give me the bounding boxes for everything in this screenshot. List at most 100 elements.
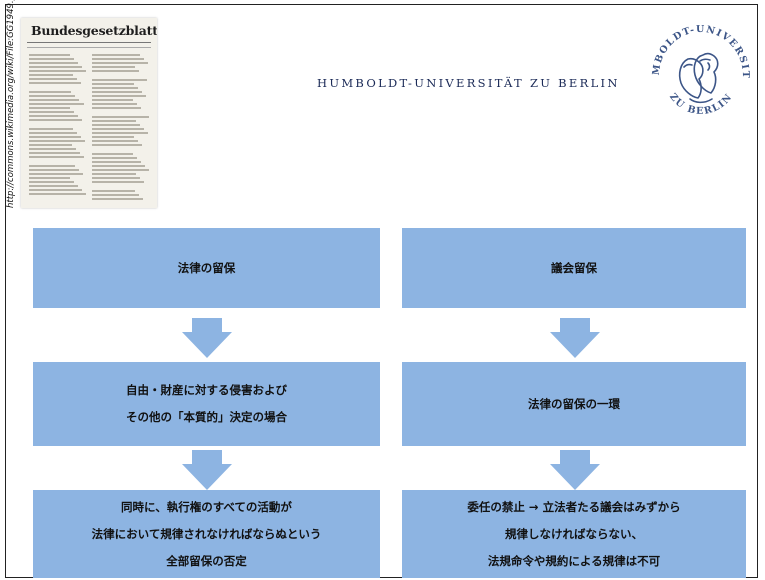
newspaper-text-line [92,165,146,167]
right-box-part-of-statutory-reservation: 法律の留保の一環 [402,362,746,446]
newspaper-text-line [92,58,145,60]
box-text-line: 法律の留保 [177,260,236,275]
newspaper-text-line [29,119,83,121]
newspaper-rule [27,42,151,43]
box-text-line: 規律しなければならない、 [505,526,643,541]
newspaper-text-line [29,181,74,183]
newspaper-text-line [29,165,75,167]
newspaper-text-line [92,144,143,146]
newspaper-text-line [29,54,70,56]
newspaper-text-line [92,198,144,200]
newspaper-text-line [92,70,139,72]
newspaper-text-line [92,99,133,101]
newspaper-text-line [29,66,82,68]
newspaper-text-line [29,99,80,101]
newspaper-text-line [92,120,136,122]
source-url: http://commons.wikimedia.org/wiki/File:G… [6,0,16,208]
newspaper-text-line [92,128,144,130]
newspaper-text-line [29,185,78,187]
newspaper-text-line [29,70,86,72]
newspaper-text-line [92,103,137,105]
newspaper-text-line [29,115,79,117]
newspaper-text-line [92,169,150,171]
newspaper-title: Bundesgesetzblatt [31,23,157,38]
newspaper-text-line [29,140,86,142]
university-name: HUMBOLDT-UNIVERSITÄT ZU BERLIN [317,76,620,90]
newspaper-text-line [92,91,142,93]
newspaper-text-line [29,74,73,76]
newspaper-text-line [29,177,70,179]
newspaper-text-line [29,103,84,105]
newspaper-text-line [29,136,82,138]
box-text-line: その他の「本質的」決定の場合 [126,410,287,424]
newspaper-text-line [29,95,76,97]
newspaper-column [29,54,87,202]
left-box-total-reservation-denied: 同時に、執行権のすべての活動が 法律において規律されなければならぬという 全部留… [33,490,380,578]
newspaper-text-line [29,62,78,64]
newspaper-text-line [92,132,148,134]
right-box-parliamentary-reservation: 議会留保 [402,228,746,308]
box-text-line: 自由・財産に対する侵害および [126,383,287,397]
newspaper-text-line [92,107,141,109]
newspaper-text-line [29,173,83,175]
newspaper-text-line [29,78,77,80]
newspaper-text-line [92,116,149,118]
down-arrow-icon [182,450,232,490]
box-text-line: 全部留保の否定 [166,553,247,568]
newspaper-text-line [29,91,72,93]
newspaper-rule [27,47,151,48]
newspaper-text-line [29,193,86,195]
box-text-line: 同時に、執行権のすべての活動が [121,499,292,514]
newspaper-text-line [29,156,85,158]
newspaper-text-line [29,144,72,146]
down-arrow-icon [182,318,232,358]
box-text-line: 委任の禁止 → 立法者たる議会はみずから [467,499,681,514]
left-box-essential-decisions: 自由・財産に対する侵害および その他の「本質的」決定の場合 [33,362,380,446]
newspaper-text-line [29,197,87,202]
box-text-line: 議会留保 [551,260,597,275]
seal-top-text: HUMBOLDT-UNIVERSITÄT [648,19,750,79]
newspaper-text-line [92,95,146,97]
newspaper-column [92,54,150,202]
university-seal: HUMBOLDT-UNIVERSITÄT ZU BERLIN [648,19,751,117]
newspaper-text-line [29,189,82,191]
svg-text:HUMBOLDT-UNIVERSITÄT: HUMBOLDT-UNIVERSITÄT [648,19,751,79]
newspaper-text-line [29,152,81,154]
down-arrow-icon [550,450,600,490]
newspaper-text-line [92,83,134,85]
newspaper-text-line [92,124,140,126]
newspaper-image: Bundesgesetzblatt [21,18,157,208]
newspaper-text-line [92,173,137,175]
newspaper-text-line [29,111,75,113]
newspaper-text-line [92,194,139,196]
box-text-line: 法律において規律されなければならぬという [91,526,322,541]
newspaper-text-line [29,128,74,130]
seal-bottom-text: ZU BERLIN [667,91,734,117]
newspaper-text-line [92,66,135,68]
newspaper-text-line [92,62,149,64]
slide-frame [5,4,758,578]
newspaper-text-line [29,132,78,134]
box-text-line: 法律の留保の一環 [528,396,620,411]
left-box-statutory-reservation: 法律の留保 [33,228,380,308]
newspaper-text-line [92,140,139,142]
svg-text:ZU BERLIN: ZU BERLIN [667,91,735,117]
newspaper-text-line [92,190,135,192]
newspaper-text-line [92,136,135,138]
newspaper-text-line [92,177,141,179]
newspaper-text-line [92,54,141,56]
newspaper-text-line [92,79,148,81]
newspaper-text-line [29,82,81,84]
newspaper-text-line [92,153,134,155]
box-text-line: 法規命令や規約による規律は不可 [487,553,661,568]
newspaper-text-line [92,181,145,183]
newspaper-text-line [29,148,76,150]
newspaper-text-line [29,58,74,60]
newspaper-text-line [92,87,138,89]
down-arrow-icon [550,318,600,358]
right-box-delegation-prohibition: 委任の禁止 → 立法者たる議会はみずから 規律しなければならない、 法規命令や規… [402,490,746,578]
newspaper-text-line [29,107,71,109]
newspaper-text-line [92,157,138,159]
newspaper-text-line [29,169,79,171]
newspaper-text-line [92,161,142,163]
